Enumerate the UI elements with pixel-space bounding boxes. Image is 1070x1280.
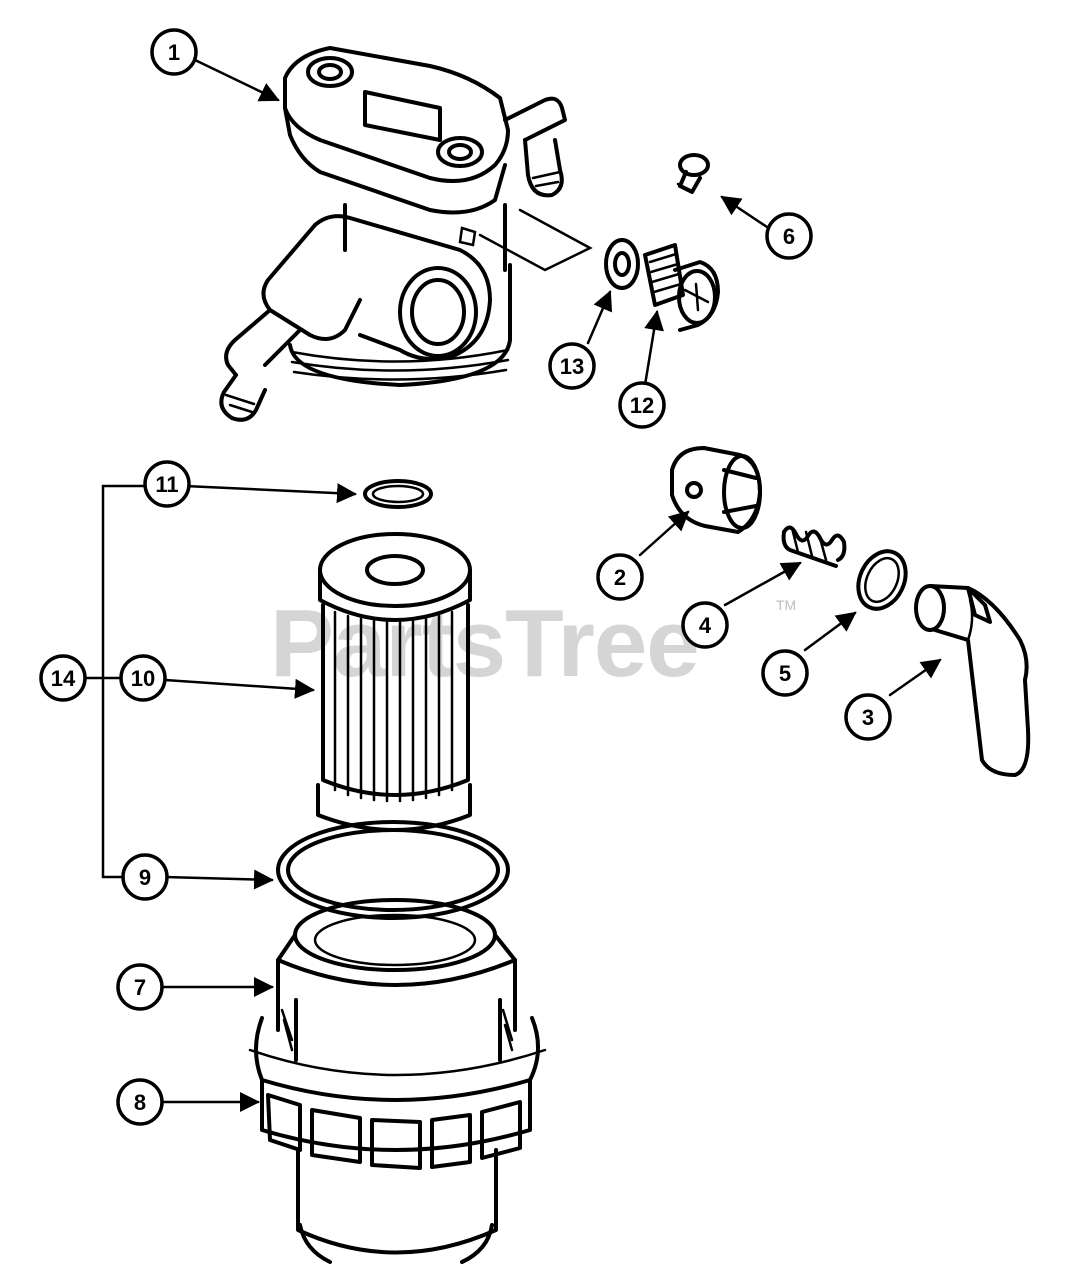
callout-7: 7 [116,963,164,1011]
callout-8: 8 [116,1078,164,1126]
callout-3: 3 [844,693,892,741]
svg-text:4: 4 [699,613,712,638]
callout-11: 11 [143,460,191,508]
washer-part [604,238,640,290]
callout-5: 5 [761,649,809,697]
bowl-part [276,898,517,1062]
callout-2: 2 [596,553,644,601]
callout-leaders [83,58,942,1112]
o-ring-small-part [856,549,908,611]
callout-4: 4 [681,601,729,649]
callout-14: 14 [39,654,87,702]
svg-text:5: 5 [779,661,791,686]
svg-text:7: 7 [134,975,146,1000]
callout-13: 13 [548,342,596,390]
svg-text:11: 11 [155,472,178,497]
valve-spool-part [670,446,762,534]
svg-text:13: 13 [560,354,584,379]
filter-head-part [219,46,593,422]
o-ring-bowl-part [276,820,510,920]
svg-text:14: 14 [51,666,76,691]
lever-part [914,584,1031,777]
svg-text:10: 10 [131,666,155,691]
screw-part [676,153,710,194]
svg-text:2: 2 [614,565,626,590]
callout-10: 10 [119,654,167,702]
watermark-trademark: TM [776,597,796,613]
spring-part [781,525,847,568]
svg-text:12: 12 [630,393,654,418]
svg-text:8: 8 [134,1090,146,1115]
svg-text:1: 1 [168,40,180,65]
svg-text:3: 3 [862,705,874,730]
callout-6: 6 [765,212,813,260]
o-ring-top-part [363,479,433,509]
callout-1: 1 [150,28,198,76]
callout-12: 12 [618,381,666,429]
callout-9: 9 [121,853,169,901]
ring-nut-part [248,1016,547,1264]
svg-text:9: 9 [139,865,151,890]
drain-plug-part [643,243,720,332]
svg-text:6: 6 [783,224,795,249]
